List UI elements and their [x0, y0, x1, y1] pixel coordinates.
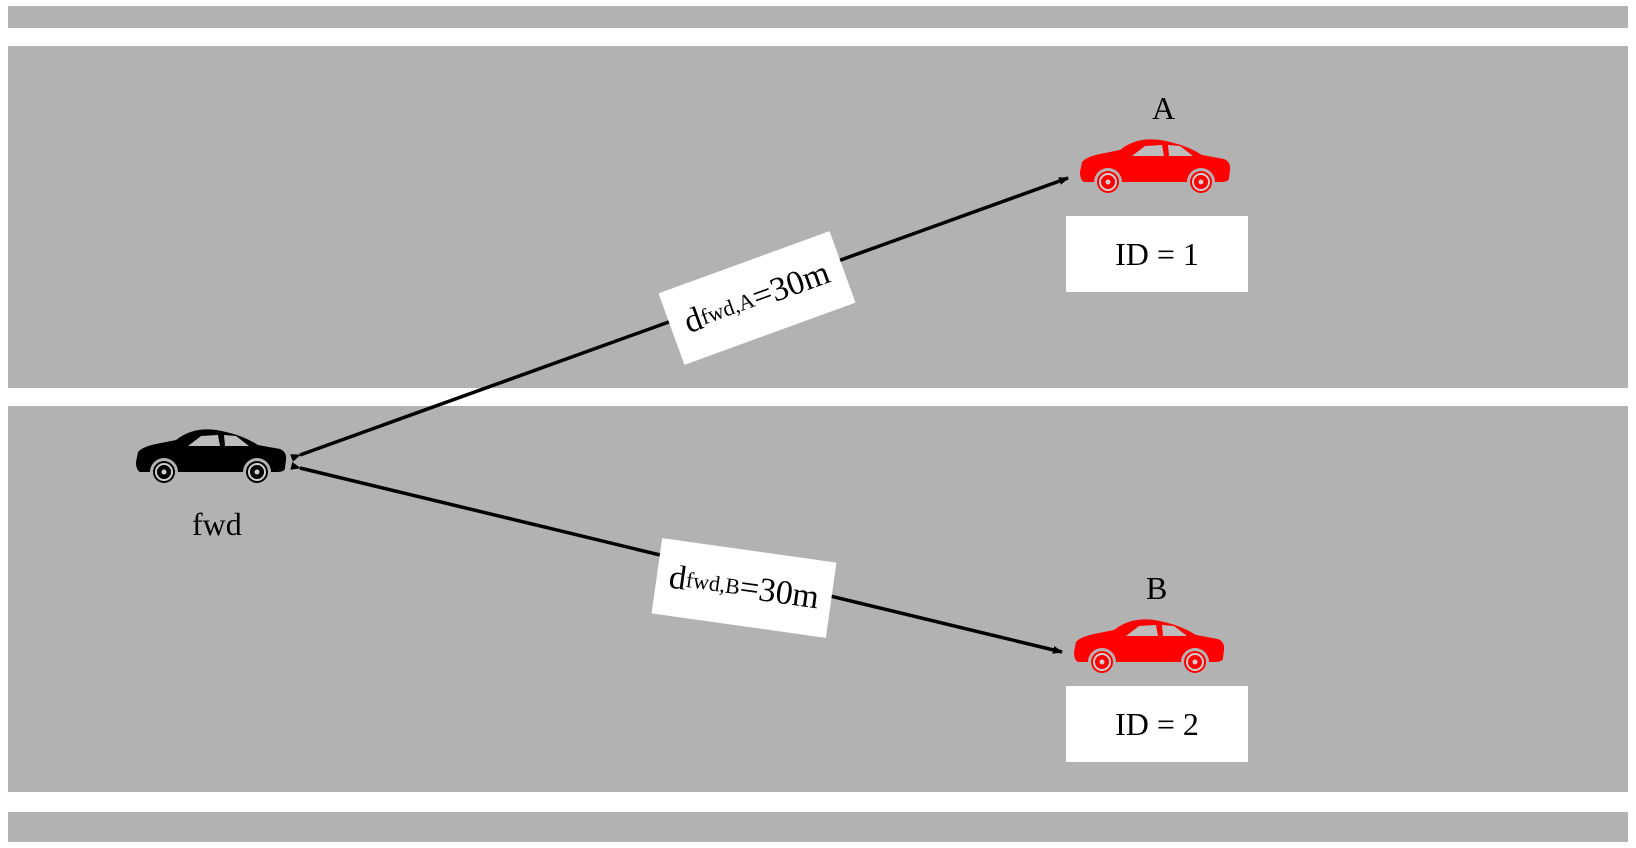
road-shoulder-top [8, 6, 1628, 28]
lane-marking-bottom [20, 796, 1626, 812]
distance-a-value: =30m [747, 254, 835, 317]
vehicle-b-label: B [1146, 570, 1168, 606]
distance-a-subscript: fwd,A [696, 286, 758, 330]
distance-b-subscript: fwd,B [684, 566, 742, 600]
vehicle-b-id-text: ID = 2 [1115, 705, 1199, 742]
vehicle-a-label: A [1152, 90, 1176, 126]
fwd-label: fwd [192, 506, 242, 542]
vehicle-a-id-box: ID = 1 [1066, 216, 1248, 292]
lane-top [8, 46, 1628, 388]
road-shoulder-bottom [8, 812, 1628, 842]
vehicle-b-id-box: ID = 2 [1066, 686, 1248, 762]
distance-b-value: =30m [737, 568, 822, 617]
vehicle-a-id-text: ID = 1 [1115, 235, 1199, 272]
